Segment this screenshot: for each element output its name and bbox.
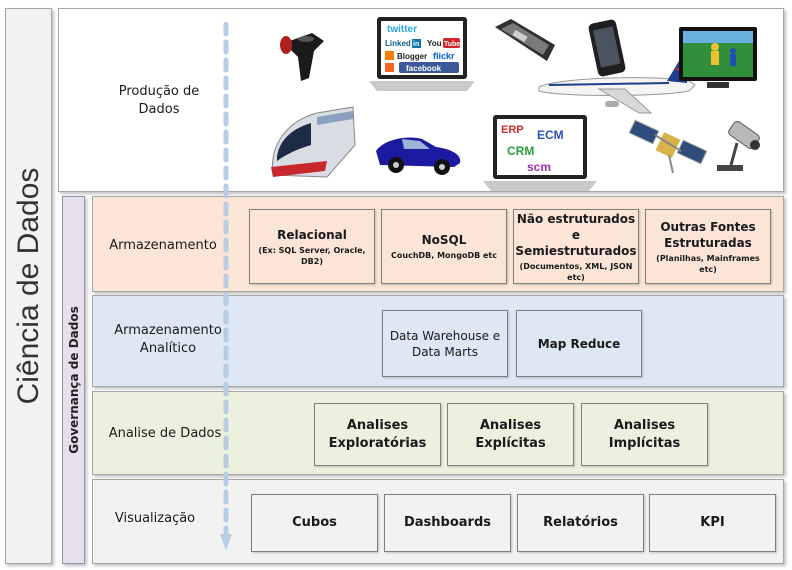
nosql-title: NoSQL <box>421 233 467 247</box>
data-flow-arrow <box>220 22 232 550</box>
nosql-subtitle: CouchDB, MongoDB etc <box>391 251 497 260</box>
unstructured-box: Não estruturados e Semiestruturados (Doc… <box>513 209 639 284</box>
production-band: Produção de Dados twitter Linked in You … <box>58 8 784 192</box>
visualization-label: Visualização <box>114 511 196 526</box>
soccer-tv-icon <box>679 27 757 88</box>
explicit-analysis-box: Analises Explícitas <box>447 403 574 466</box>
security-camera-icon <box>717 121 760 171</box>
storage-label: Armazenamento <box>109 238 217 253</box>
governance-label: Governança de Dados <box>66 306 81 454</box>
production-label-line2: Dados <box>138 102 180 117</box>
other-structured-title: Outras Fontes Estruturadas <box>660 219 756 250</box>
data-analysis-label: Analise de Dados <box>108 426 222 441</box>
data-science-title: Ciência de Dados <box>11 167 45 405</box>
unstructured-subtitle: (Documentos, XML, JSON etc) <box>519 261 633 282</box>
unstructured-title: Não estruturados e Semiestruturados <box>515 211 637 258</box>
exploratory-analysis-title: Analises Exploratórias <box>328 417 427 451</box>
smartphone-icon <box>588 19 626 77</box>
data-warehouse-box: Data Warehouse e Data Marts <box>382 310 508 377</box>
linkedin-in: in <box>413 41 419 48</box>
kpi-box: KPI <box>649 494 776 552</box>
dashboards-box: Dashboards <box>384 494 511 552</box>
cubes-box: Cubos <box>251 494 378 552</box>
explicit-analysis-title: Analises Explícitas <box>475 417 546 451</box>
satellite-icon <box>629 119 708 174</box>
exploratory-analysis-box: Analises Exploratórias <box>314 403 441 466</box>
other-structured-box: Outras Fontes Estruturadas (Planilhas, M… <box>645 209 771 284</box>
reports-box: Relatórios <box>517 494 644 552</box>
train-icon <box>271 106 356 178</box>
relational-box: Relacional (Ex: SQL Server, Oracle, DB2) <box>249 209 375 284</box>
dashboards-title: Dashboards <box>403 515 492 530</box>
analytic-storage-label: Armazenamento Analítico <box>93 322 243 358</box>
implicit-analysis-box: Analises Implícitas <box>581 403 708 466</box>
airplane-icon <box>538 61 696 114</box>
youtube-tube: Tube <box>444 41 460 48</box>
flickr-logo: flickr <box>433 51 455 61</box>
visualization-band: Visualização Cubos Dashboards Relatórios… <box>92 479 784 564</box>
kpi-title: KPI <box>700 515 725 530</box>
data-warehouse-title: Data Warehouse e Data Marts <box>389 328 501 359</box>
handheld-device-icon <box>495 19 555 61</box>
social-media-laptop-icon: twitter Linked in You Tube Blogger flick… <box>369 17 474 91</box>
production-label: Produção de Dados <box>99 83 219 119</box>
data-science-panel: Ciência de Dados <box>5 8 52 564</box>
barcode-scanner-icon <box>280 33 324 81</box>
relational-subtitle: (Ex: SQL Server, Oracle, DB2) <box>258 245 366 266</box>
map-reduce-box: Map Reduce <box>516 310 642 377</box>
ecm-label: ECM <box>537 128 564 142</box>
analytic-storage-label-line1: Armazenamento <box>114 323 222 338</box>
twitter-logo: twitter <box>387 24 417 35</box>
map-reduce-title: Map Reduce <box>537 336 621 351</box>
cubes-title: Cubos <box>292 515 337 530</box>
scm-label: scm <box>527 160 551 174</box>
analytic-storage-band: Armazenamento Analítico Data Warehouse e… <box>92 295 784 387</box>
other-structured-subtitle: (Planilhas, Mainframes etc) <box>656 253 760 274</box>
reports-title: Relatórios <box>543 515 618 530</box>
blogger-logo: Blogger <box>397 52 427 61</box>
governance-panel: Governança de Dados <box>62 196 85 564</box>
analytic-storage-label-line2: Analítico <box>139 341 197 356</box>
nosql-box: NoSQL CouchDB, MongoDB etc <box>381 209 507 284</box>
car-icon <box>376 137 461 175</box>
implicit-analysis-title: Analises Implícitas <box>608 417 681 451</box>
data-analysis-band: Analise de Dados Analises Exploratórias … <box>92 391 784 475</box>
facebook-logo: facebook <box>406 64 442 73</box>
erp-label: ERP <box>501 124 524 136</box>
relational-title: Relacional <box>277 227 347 242</box>
crm-label: CRM <box>507 144 534 158</box>
storage-band: Armazenamento Relacional (Ex: SQL Server… <box>92 196 784 292</box>
linkedin-logo: Linked <box>385 39 411 48</box>
production-label-line1: Produção de <box>118 84 200 99</box>
youtube-logo: You <box>427 39 442 48</box>
enterprise-systems-laptop-icon: ERP ECM CRM scm <box>483 115 597 191</box>
